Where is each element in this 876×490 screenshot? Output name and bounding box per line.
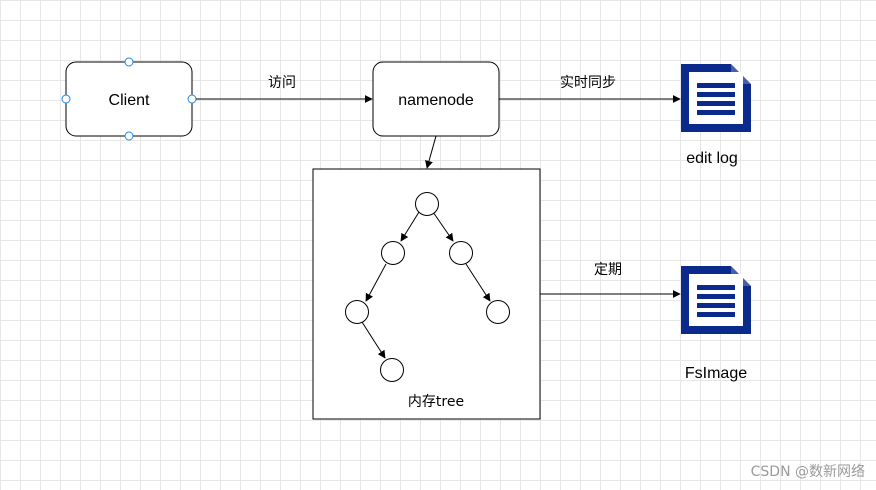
fsimage-label: FsImage (685, 365, 747, 382)
tree-node (345, 300, 369, 324)
watermark: CSDN @数新网络 (751, 464, 865, 480)
edge-label-access: 访问 (268, 75, 296, 91)
tree-edges (361, 211, 491, 359)
fsimage-document-icon[interactable] (681, 266, 751, 334)
memory-tree-label: 内存tree (408, 394, 464, 410)
resize-handle-bottom[interactable] (124, 131, 134, 141)
tree-edge (432, 211, 454, 242)
resize-handle-left[interactable] (61, 94, 71, 104)
tree-node (486, 300, 510, 324)
tree-node (380, 358, 404, 382)
edge-label-realtime-sync: 实时同步 (560, 75, 616, 91)
resize-handle-top[interactable] (124, 57, 134, 67)
edge-namenode-memory-tree[interactable] (425, 135, 437, 169)
resize-handle-right[interactable] (187, 94, 197, 104)
edge-label-periodic: 定期 (594, 262, 622, 278)
tree-node (449, 241, 473, 265)
namenode-node[interactable]: namenode (372, 61, 500, 137)
tree-edge (465, 263, 491, 302)
client-node[interactable]: Client (61, 57, 197, 141)
edit-log-label: edit log (686, 150, 738, 167)
edit-log-document-icon[interactable] (681, 64, 751, 132)
tree-nodes (345, 192, 510, 382)
tree-node (381, 241, 405, 265)
tree-edge (400, 211, 420, 242)
tree-edge (365, 263, 387, 302)
client-label: Client (109, 92, 150, 109)
tree-node (415, 192, 439, 216)
namenode-label: namenode (398, 92, 474, 109)
tree-edge (361, 321, 386, 359)
